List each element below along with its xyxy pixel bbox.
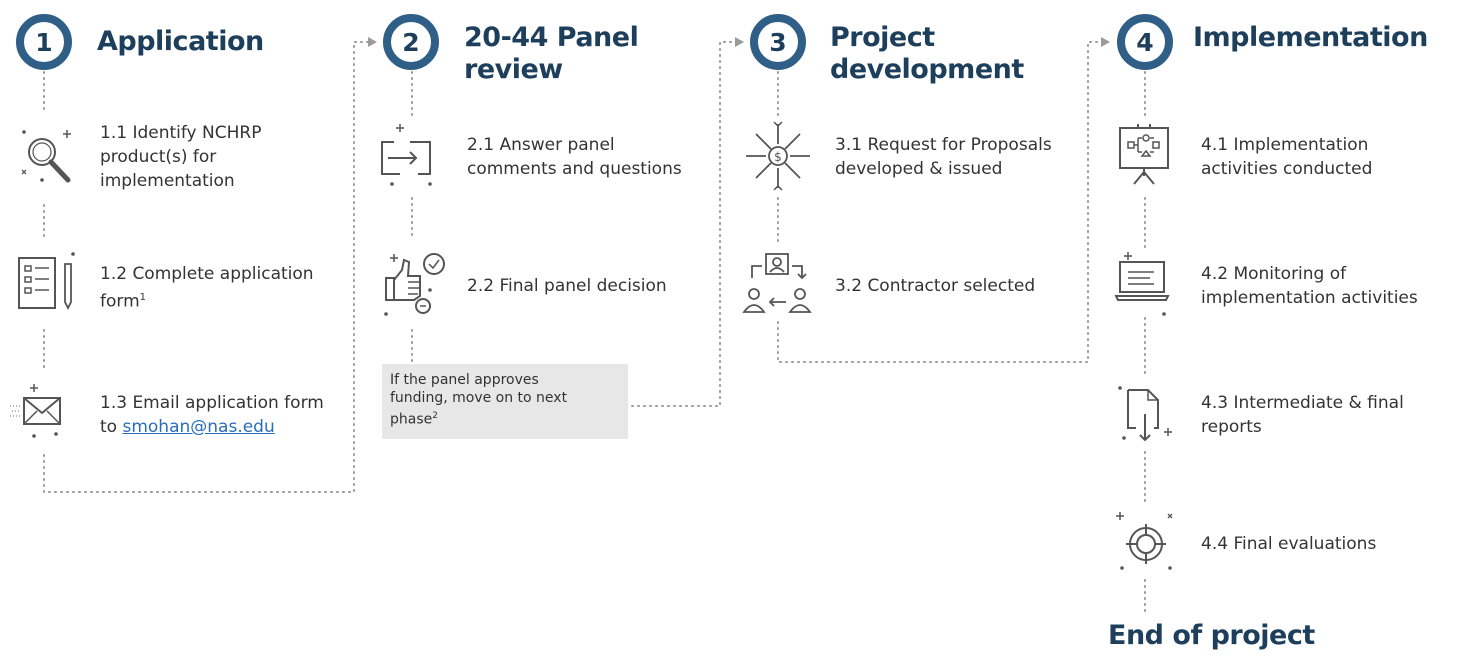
step-4-4-text: 4.4 Final evaluations [1201, 534, 1377, 554]
phase-2-number: 2 [383, 14, 439, 70]
arrow-head [1101, 37, 1110, 47]
document-download-icon [1114, 378, 1178, 448]
step-1-1-text: 1.1 Identify NCHRP product(s) for implem… [100, 123, 262, 191]
thumbs-up-icon [380, 250, 450, 320]
phase-4-title: Implementation [1193, 22, 1428, 53]
phase-1-number: 1 [16, 14, 72, 70]
end-of-project-label: End of project [1108, 620, 1315, 651]
step-4-2-text: 4.2 Monitoring of implementation activit… [1201, 264, 1418, 308]
exchange-arrows-icon [380, 122, 440, 188]
magnifier-icon [18, 122, 78, 188]
target-crosshair-icon [1114, 510, 1178, 576]
laptop-icon [1114, 250, 1178, 320]
step-2-2-text: 2.2 Final panel decision [467, 276, 667, 296]
presentation-board-icon [1116, 122, 1176, 188]
phase-1-title: Application [97, 26, 264, 57]
footnote-marker: 2 [432, 411, 438, 421]
email-link[interactable]: smohan@nas.edu [122, 417, 275, 437]
step-2-1-text: 2.1 Answer panel comments and questions [467, 135, 682, 179]
envelope-icon [8, 382, 70, 444]
phase-3-number: 3 [750, 14, 806, 70]
contractor-selection-icon [742, 252, 818, 318]
dollar-network-icon: $ [742, 121, 814, 192]
phase-3-title: Project development [830, 22, 1024, 85]
approval-note: If the panel approves funding, move on t… [382, 364, 628, 439]
svg-text:$: $ [774, 150, 782, 164]
phase-2-title: 20-44 Panel review [464, 22, 639, 85]
step-4-1-text: 4.1 Implementation activities conducted [1201, 135, 1373, 179]
footnote-marker: 1 [139, 292, 147, 303]
step-3-2-text: 3.2 Contractor selected [835, 276, 1036, 296]
arrow-head [368, 37, 377, 47]
arrow-head [735, 37, 744, 47]
phase-4-number: 4 [1117, 14, 1173, 70]
step-4-3-text: 4.3 Intermediate & final reports [1201, 393, 1404, 437]
form-clipboard-icon [17, 250, 77, 312]
step-1-2-text: 1.2 Complete application form1 [100, 264, 314, 312]
step-3-1-text: 3.1 Request for Proposals developed & is… [835, 135, 1052, 179]
step-1-3-text: 1.3 Email application form to smohan@nas… [100, 393, 324, 437]
